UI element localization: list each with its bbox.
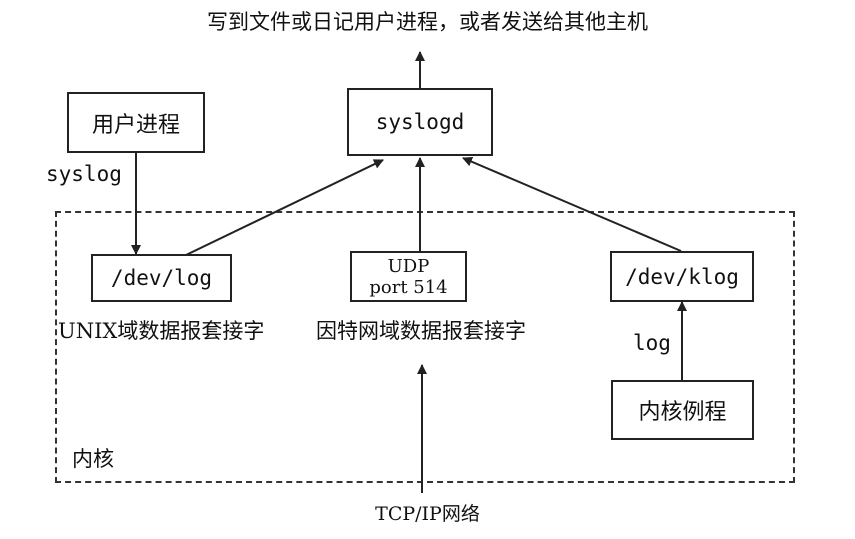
udp-port-box: UDP port 514	[350, 251, 467, 302]
kernel-label: 内核	[72, 447, 114, 471]
dev-klog-box: /dev/klog	[610, 251, 754, 302]
syslogd-box: syslogd	[347, 88, 493, 156]
syslog-call-label: syslog	[46, 162, 122, 186]
unix-socket-label: UNIX域数据报套接字	[58, 319, 265, 343]
udp-label: UDP	[387, 255, 430, 277]
inet-socket-label: 因特网域数据报套接字	[316, 319, 526, 343]
dev-log-box: /dev/log	[91, 254, 232, 302]
kernel-routine-label: 内核例程	[638, 400, 727, 425]
dev-klog-label: /dev/klog	[625, 264, 739, 289]
output-destination-label: 写到文件或日记用户进程，或者发送给其他主机	[207, 10, 648, 34]
kernel-routine-box: 内核例程	[611, 380, 754, 440]
user-process-label: 用户进程	[91, 112, 180, 138]
kernel-boundary	[55, 211, 795, 483]
dev-log-label: /dev/log	[110, 266, 213, 290]
arrow-devklog-to-syslogd	[462, 156, 682, 252]
log-call-label: log	[633, 331, 671, 355]
udp-port-label: port 514	[369, 276, 448, 298]
user-process-box: 用户进程	[67, 92, 205, 153]
syslogd-label: syslogd	[375, 110, 465, 134]
network-label: TCP/IP网络	[375, 503, 480, 525]
arrow-devlog-to-syslogd	[185, 159, 384, 256]
